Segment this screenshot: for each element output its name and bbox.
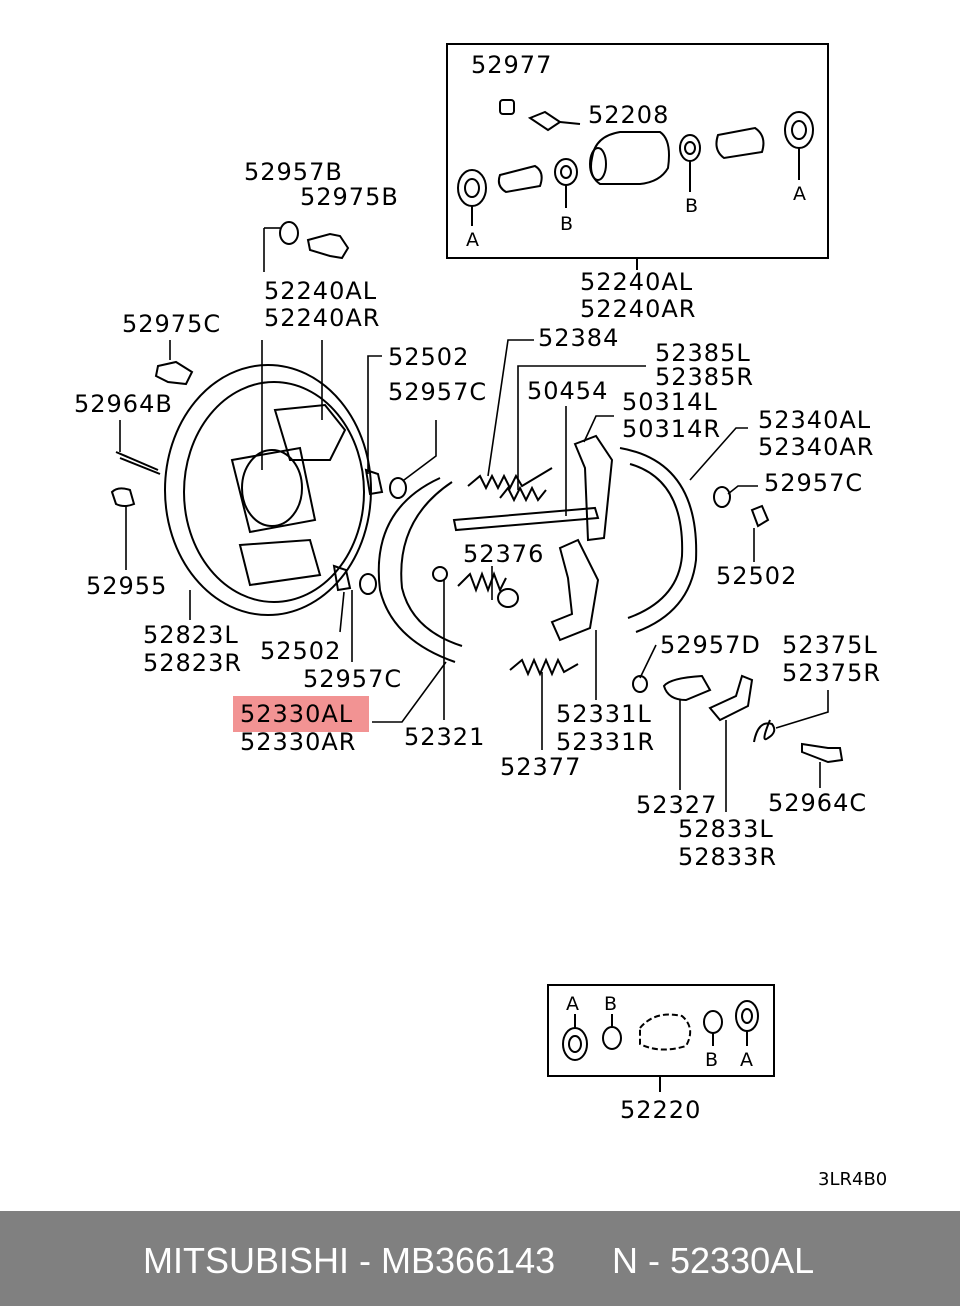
spring-52375 — [753, 719, 776, 743]
label-50454: 50454 — [527, 377, 608, 405]
spring-52376 — [457, 571, 519, 608]
washer-52957c-left — [359, 477, 407, 595]
label-52340al: 52340AL — [758, 406, 871, 434]
highlight-marker — [233, 696, 369, 732]
letter-a-4: A — [740, 1049, 753, 1071]
label-52977: 52977 — [471, 51, 552, 79]
piston-right — [715, 126, 765, 160]
label-52975c: 52975C — [122, 310, 221, 338]
label-52208: 52208 — [588, 101, 669, 129]
label-52957b: 52957B — [244, 158, 343, 186]
label-52331r: 52331R — [556, 728, 655, 756]
kit-boot-b-right — [703, 1010, 723, 1046]
label-52375l: 52375L — [782, 631, 878, 659]
label-52964c: 52964C — [768, 789, 867, 817]
washer-52957b — [279, 221, 299, 245]
label-52340ar: 52340AR — [758, 433, 874, 461]
label-52375r: 52375R — [782, 659, 881, 687]
cap — [499, 99, 515, 115]
adjuster-strut-50454 — [452, 506, 600, 532]
label-52975b: 52975B — [300, 183, 399, 211]
spring-52377 — [509, 657, 579, 677]
pin-52964b — [115, 451, 161, 475]
label-52321: 52321 — [404, 723, 485, 751]
bleeder-screw — [527, 110, 581, 132]
label-52957d: 52957D — [660, 631, 761, 659]
cylinder-body — [589, 131, 670, 185]
footer-brand-part-number: MITSUBISHI - MB366143 — [143, 1240, 556, 1281]
footer-catalog-number: N - 52330AL — [612, 1240, 815, 1281]
part-labels: 52977 52208 52957B 52975B 52240AL 52240A… — [74, 51, 887, 1190]
label-52385l: 52385L — [655, 339, 751, 367]
label-52823r: 52823R — [143, 649, 242, 677]
kit-cup-a-right — [735, 1000, 759, 1046]
washer-52957c-right — [713, 486, 731, 508]
bolt-52975b — [306, 232, 350, 260]
label-50314r: 50314R — [622, 415, 721, 443]
letter-b-2: B — [685, 195, 698, 217]
letter-b-1: B — [560, 213, 573, 235]
label-52331l: 52331L — [556, 700, 652, 728]
boot-b-right — [679, 134, 701, 192]
label-52957c-top: 52957C — [388, 378, 487, 406]
lever-50314 — [550, 434, 614, 642]
kit-boot-b-left — [602, 1014, 622, 1050]
brake-shoe-left — [377, 477, 463, 663]
bolt-52975c — [154, 360, 194, 386]
label-52385r: 52385R — [655, 363, 754, 391]
label-52502-mid: 52502 — [260, 637, 341, 665]
label-52957c-mid: 52957C — [303, 665, 402, 693]
letter-a-1: A — [466, 229, 479, 251]
label-52833r: 52833R — [678, 843, 777, 871]
label-52330ar: 52330AR — [240, 728, 356, 756]
label-52240ar-box: 52240AR — [580, 295, 696, 323]
leader-lines — [119, 227, 829, 812]
kit-cup-a-left — [562, 1014, 588, 1061]
label-50314l: 50314L — [622, 388, 718, 416]
label-52955: 52955 — [86, 572, 167, 600]
clip-52502-right — [750, 504, 770, 528]
pin-52964c — [801, 742, 844, 764]
letter-b-3: B — [604, 993, 617, 1015]
washer-52957d — [632, 675, 648, 693]
label-52240al-box: 52240AL — [580, 268, 693, 296]
diagram-code: 3LR4B0 — [818, 1169, 887, 1190]
letter-a-3: A — [566, 993, 579, 1015]
piston-left — [497, 164, 543, 194]
label-52377: 52377 — [500, 753, 581, 781]
letter-a-2: A — [793, 183, 806, 205]
label-52220: 52220 — [620, 1096, 701, 1124]
kit-seal — [639, 1013, 692, 1051]
label-52384: 52384 — [538, 324, 619, 352]
label-52376: 52376 — [463, 540, 544, 568]
label-52240ar-top: 52240AR — [264, 304, 380, 332]
label-52833l: 52833L — [678, 815, 774, 843]
bracket-52833 — [708, 674, 754, 722]
footer-bar — [0, 1211, 960, 1306]
lever-52327 — [662, 674, 712, 702]
label-52823l: 52823L — [143, 621, 239, 649]
letter-b-4: B — [705, 1049, 718, 1071]
brake-shoe-right — [619, 447, 698, 633]
label-52330al: 52330AL — [240, 700, 353, 728]
label-52957c-right: 52957C — [764, 469, 863, 497]
plug-52955 — [110, 487, 136, 507]
backing-plate — [164, 364, 372, 616]
spring-52385 — [499, 485, 547, 503]
spring-52384 — [467, 467, 553, 491]
label-52327: 52327 — [636, 791, 717, 819]
label-52502-top: 52502 — [388, 343, 469, 371]
cup-a-left — [457, 169, 487, 226]
label-52964b: 52964B — [74, 390, 173, 418]
label-52502-right: 52502 — [716, 562, 797, 590]
label-52240al-top: 52240AL — [264, 277, 377, 305]
boot-b-left — [554, 158, 578, 208]
clip-52502-left — [332, 468, 384, 592]
cup-a-right — [784, 111, 814, 180]
